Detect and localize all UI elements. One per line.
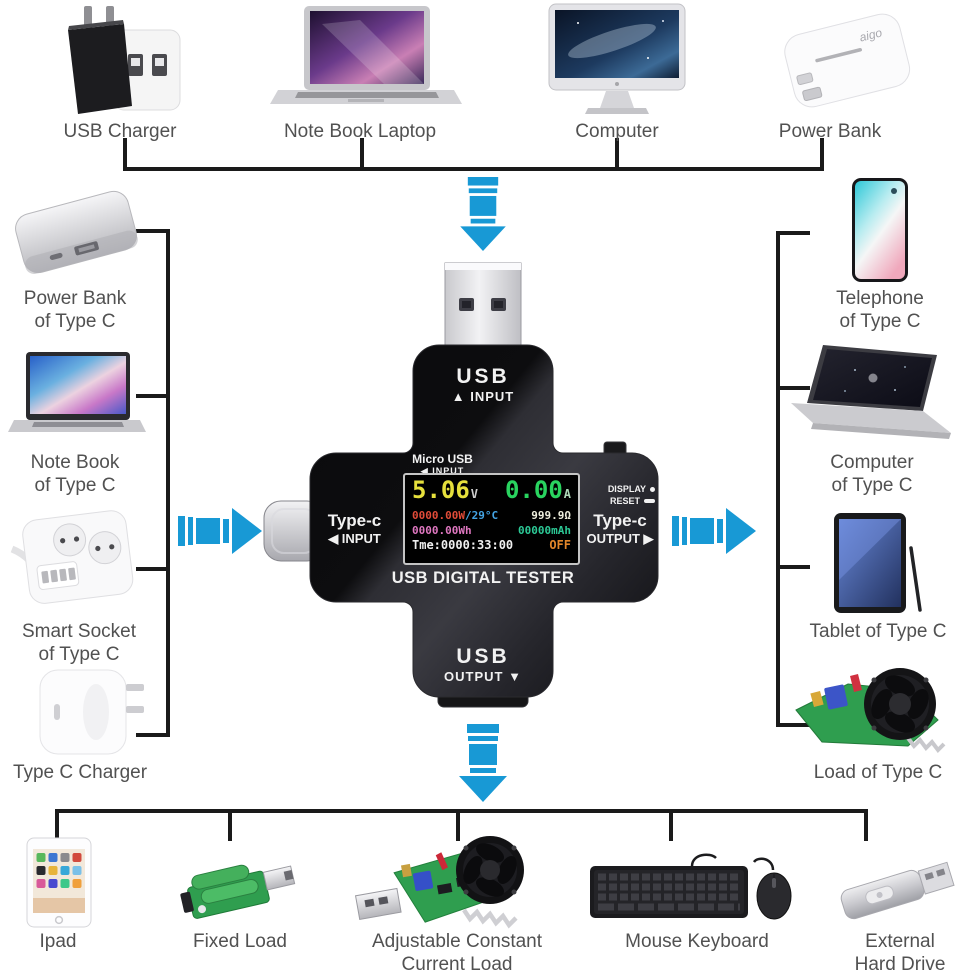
connector-stub-external-drive — [864, 809, 868, 841]
capacity-reading: 00000mAh — [518, 523, 571, 537]
caption-usb-charger: USB Charger — [63, 121, 177, 142]
usb-plug-top — [444, 262, 522, 350]
display-reset-buttons: DISPLAY RESET — [582, 483, 655, 507]
power-reading: 0000.00W — [412, 509, 465, 522]
connector-stub-typec-charger — [136, 733, 170, 737]
caption-load-typec: Load of Type C — [813, 762, 943, 783]
flow-arrow-down-top — [454, 177, 512, 251]
reset-pill-icon — [644, 499, 655, 503]
caption-notebook-laptop: Note Book Laptop — [283, 121, 437, 142]
screen-row-power: 0000.00W/29°C 999.9Ω — [412, 509, 571, 524]
connector-stub-fixed-load — [228, 809, 232, 841]
load-typec-image — [788, 650, 960, 756]
micro-usb-input-label: Micro USB ◀ INPUT — [412, 452, 473, 476]
screen-row-time: Tme:0000:33:00 OFF — [412, 538, 571, 553]
connector-stub-computer-typec — [776, 386, 810, 390]
adjustable-load-image — [352, 828, 538, 930]
power-bank-brand-text: aigo — [858, 25, 884, 44]
temperature-reading: /29°C — [464, 509, 499, 522]
telephone-typec-image — [845, 176, 915, 284]
caption-computer: Computer — [575, 121, 659, 142]
flow-arrow-down-bottom — [454, 723, 512, 803]
typec-input-label: Type-c ◀ INPUT — [327, 511, 382, 546]
voltage-reading: 5.06V — [412, 476, 479, 504]
mouse-keyboard-image — [588, 850, 796, 926]
connector-stub-notebook-typec — [136, 394, 170, 398]
typec-charger-image — [26, 658, 156, 760]
usb-charger-image — [56, 4, 188, 118]
caption-mouse-keyboard: Mouse Keyboard — [625, 931, 769, 952]
time-reading: Tme:0000:33:00 — [412, 538, 514, 552]
caption-power-bank: Power Bank — [778, 121, 882, 142]
screen-row-energy: 0000.00Wh 00000mAh — [412, 524, 571, 539]
fixed-load-image — [178, 846, 302, 928]
smart-socket-image — [8, 505, 146, 613]
ipad-image — [20, 836, 98, 930]
connector-line-top-bus — [123, 167, 824, 171]
connector-stub-computer — [615, 138, 619, 171]
connector-line-left-bracket — [166, 229, 170, 737]
tester-screen: 5.06V 0.00A 0000.00W/29°C 999.9Ω 0000.00… — [403, 473, 580, 565]
connector-stub-notebook-laptop — [360, 138, 364, 171]
connector-stub-smart-socket — [136, 567, 170, 571]
flow-arrow-right-right-side — [672, 503, 758, 559]
connector-stub-ipad — [55, 809, 59, 841]
tablet-typec-image — [818, 510, 928, 618]
flow-arrow-right-left-side — [178, 503, 264, 559]
display-button-label: DISPLAY — [582, 483, 655, 495]
resistance-reading: 999.9Ω — [531, 509, 571, 522]
computer-typec-image — [785, 345, 953, 448]
connector-stub-mouse-keyboard — [669, 809, 673, 841]
tester-name: USB DIGITAL TESTER — [391, 569, 575, 587]
connector-stub-load-typec — [776, 723, 810, 727]
connector-line-bottom-bus — [55, 809, 868, 813]
screen-row-main: 5.06V 0.00A — [412, 477, 571, 507]
external-drive-image — [834, 845, 960, 929]
connector-stub-tablet — [776, 565, 810, 569]
caption-typec-charger: Type C Charger — [12, 762, 148, 783]
caption-tablet-typec: Tablet of Type C — [809, 621, 947, 642]
connector-line-right-bracket — [776, 231, 780, 727]
usb-input-label: USB ▲ INPUT — [451, 365, 515, 404]
computer-image — [548, 3, 686, 122]
connector-stub-powerbank-typec — [136, 229, 170, 233]
energy-reading: 0000.00Wh — [412, 523, 472, 537]
powerbank-typec-image — [8, 180, 144, 284]
usb-output-label: USB OUTPUT ▼ — [444, 645, 522, 684]
notebook-typec-image — [6, 350, 146, 446]
current-reading: 0.00A — [504, 476, 571, 504]
connector-stub-telephone — [776, 231, 810, 235]
output-state: OFF — [549, 538, 571, 552]
connector-stub-adjustable-load — [456, 809, 460, 841]
caption-fixed-load: Fixed Load — [192, 931, 287, 952]
connector-stub-usb-charger — [123, 138, 127, 171]
usb-digital-tester: USB ▲ INPUT Micro USB ◀ INPUT Type-c ◀ I… — [250, 253, 686, 745]
connector-stub-power-bank — [820, 138, 824, 171]
caption-ipad: Ipad — [39, 931, 77, 952]
reset-button-label: RESET — [582, 495, 655, 507]
notebook-laptop-image — [264, 6, 464, 118]
display-dot-icon — [650, 486, 655, 492]
power-bank-image: aigo — [764, 4, 926, 116]
typec-output-label: Type-c OUTPUT ▶ — [586, 511, 654, 546]
